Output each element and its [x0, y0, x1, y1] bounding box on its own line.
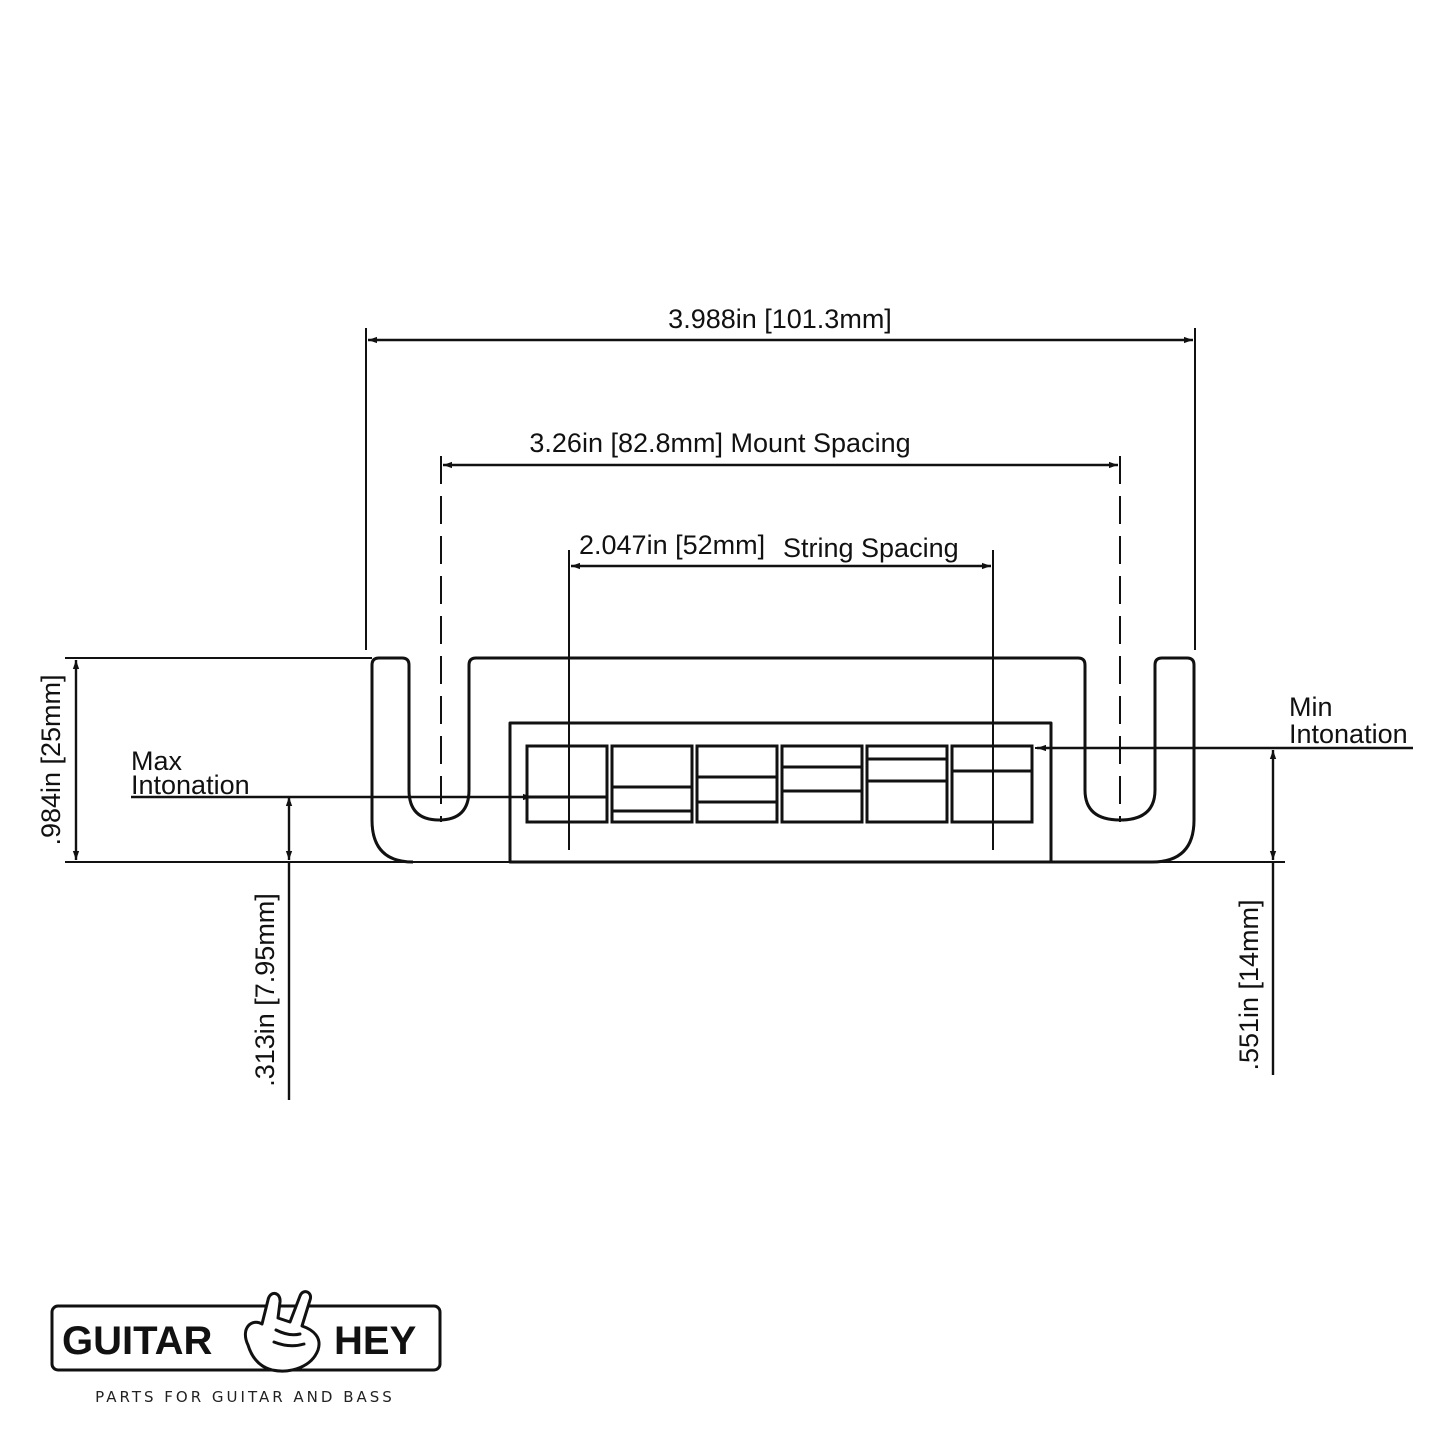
- string-spacing-value: 2.047in [52mm]: [579, 530, 765, 560]
- max-intonation-label-line1: Max: [131, 746, 183, 776]
- logo-brand-right: HEY: [334, 1319, 417, 1363]
- string-spacing-label: String Spacing: [783, 533, 959, 563]
- dimension-arrows: [72, 336, 1413, 1100]
- saddle-5: [865, 744, 949, 824]
- min-intonation-label-line1: Min: [1289, 692, 1333, 722]
- overall-width-label: 3.988in [101.3mm]: [668, 304, 892, 334]
- horizontal-extension-lines: [65, 657, 1285, 863]
- max-intonation-height-label: .313in [7.95mm]: [250, 893, 280, 1087]
- saddle-4: [780, 744, 864, 824]
- brand-logo: GUITAR HEY PARTS FOR GUITAR AND BASS: [50, 1290, 442, 1406]
- min-intonation-height-label: .551in [14mm]: [1234, 899, 1264, 1070]
- saddles: [525, 744, 1034, 824]
- mount-spacing-label: 3.26in [82.8mm] Mount Spacing: [529, 428, 910, 458]
- saddle-2: [610, 744, 694, 824]
- logo-brand-left: GUITAR: [62, 1319, 212, 1363]
- max-intonation-label-line2: Intonation: [131, 770, 250, 800]
- saddle-1: [525, 744, 609, 824]
- mount-center-lines: [440, 456, 1121, 822]
- rock-hand-icon: [243, 1290, 321, 1373]
- extension-lines: [365, 328, 1196, 850]
- min-intonation-label-line2: Intonation: [1289, 719, 1408, 749]
- logo-tagline: PARTS FOR GUITAR AND BASS: [95, 1388, 395, 1406]
- height-label: .984in [25mm]: [36, 674, 66, 845]
- saddle-3: [695, 744, 779, 824]
